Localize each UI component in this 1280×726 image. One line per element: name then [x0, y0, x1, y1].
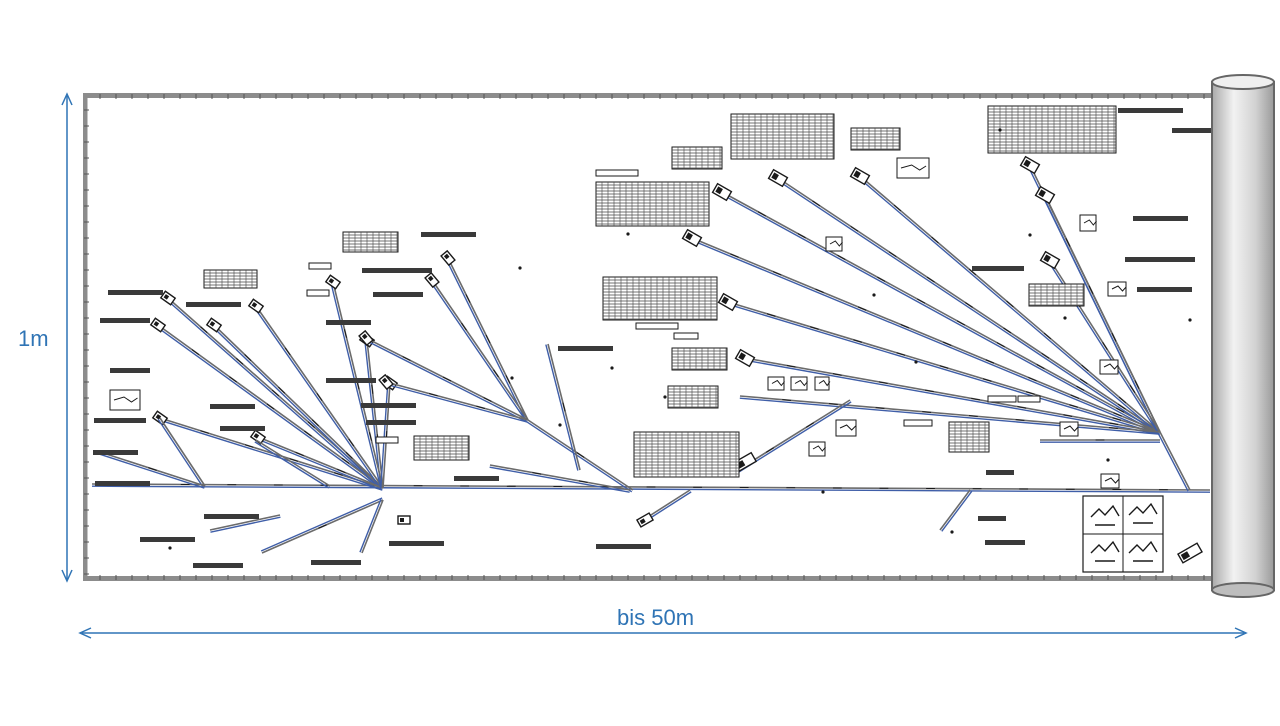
part-label — [220, 426, 265, 431]
fastener-dot — [510, 376, 513, 379]
fastener-dot — [518, 266, 521, 269]
part-label — [972, 266, 1024, 271]
note-box — [636, 323, 678, 329]
part-label — [204, 514, 259, 519]
note-box — [988, 396, 1016, 402]
fastener-dot — [872, 293, 875, 296]
detail-box — [1100, 360, 1118, 374]
fastener-dot — [663, 395, 666, 398]
part-label — [186, 302, 241, 307]
fastener-dot — [1188, 318, 1191, 321]
part-label — [311, 560, 361, 565]
part-label — [93, 450, 138, 455]
parts-table — [634, 432, 739, 477]
part-label — [389, 541, 444, 546]
part-label — [326, 320, 371, 325]
fastener-dot — [821, 490, 824, 493]
fastener-dot — [950, 530, 953, 533]
part-label — [140, 537, 195, 542]
part-label — [94, 418, 146, 423]
part-label — [1133, 216, 1188, 221]
fastener-dot — [558, 423, 561, 426]
detail-box — [1060, 422, 1078, 436]
part-label — [193, 563, 243, 568]
parts-table — [731, 114, 834, 159]
parts-table — [988, 106, 1116, 153]
fastener-dot — [610, 366, 613, 369]
note-box — [904, 420, 932, 426]
part-label — [108, 290, 163, 295]
connector-symbol — [400, 518, 404, 522]
width-dimension-label: bis 50m — [617, 607, 694, 629]
fastener-dot — [914, 360, 917, 363]
part-label — [110, 368, 150, 373]
part-label — [326, 378, 376, 383]
part-label — [1172, 128, 1212, 133]
part-label — [985, 540, 1025, 545]
note-box — [309, 263, 331, 269]
part-label — [421, 232, 476, 237]
fastener-dot — [1106, 458, 1109, 461]
fastener-dot — [1028, 233, 1031, 236]
part-label — [1125, 257, 1195, 262]
part-label — [1137, 287, 1192, 292]
note-box — [1018, 396, 1040, 402]
height-dimension-label: 1m — [18, 328, 49, 350]
detail-box — [1080, 215, 1096, 231]
part-label — [1118, 108, 1183, 113]
part-label — [366, 420, 416, 425]
part-label — [558, 346, 613, 351]
part-label — [596, 544, 651, 549]
part-label — [978, 516, 1006, 521]
part-label — [454, 476, 499, 481]
part-label — [362, 268, 432, 273]
part-label — [95, 481, 150, 486]
height-dimension-arrow — [62, 94, 72, 581]
detail-box — [768, 377, 784, 390]
note-box — [674, 333, 698, 339]
fastener-dot — [168, 546, 171, 549]
part-label — [361, 403, 416, 408]
note-box — [307, 290, 329, 296]
fastener-dot — [998, 128, 1001, 131]
fastener-dot — [1063, 316, 1066, 319]
part-label — [986, 470, 1014, 475]
part-label — [210, 404, 255, 409]
detail-box — [1108, 282, 1126, 296]
note-box — [596, 170, 638, 176]
detail-box — [815, 377, 829, 390]
detail-box — [1101, 474, 1119, 488]
fastener-dot — [626, 232, 629, 235]
detail-box — [809, 442, 825, 456]
paper-roll — [1212, 75, 1274, 597]
detail-box — [826, 237, 842, 251]
part-label — [100, 318, 150, 323]
parts-table — [603, 277, 717, 320]
part-label — [373, 292, 423, 297]
detail-box — [791, 377, 807, 390]
note-box — [376, 437, 398, 443]
